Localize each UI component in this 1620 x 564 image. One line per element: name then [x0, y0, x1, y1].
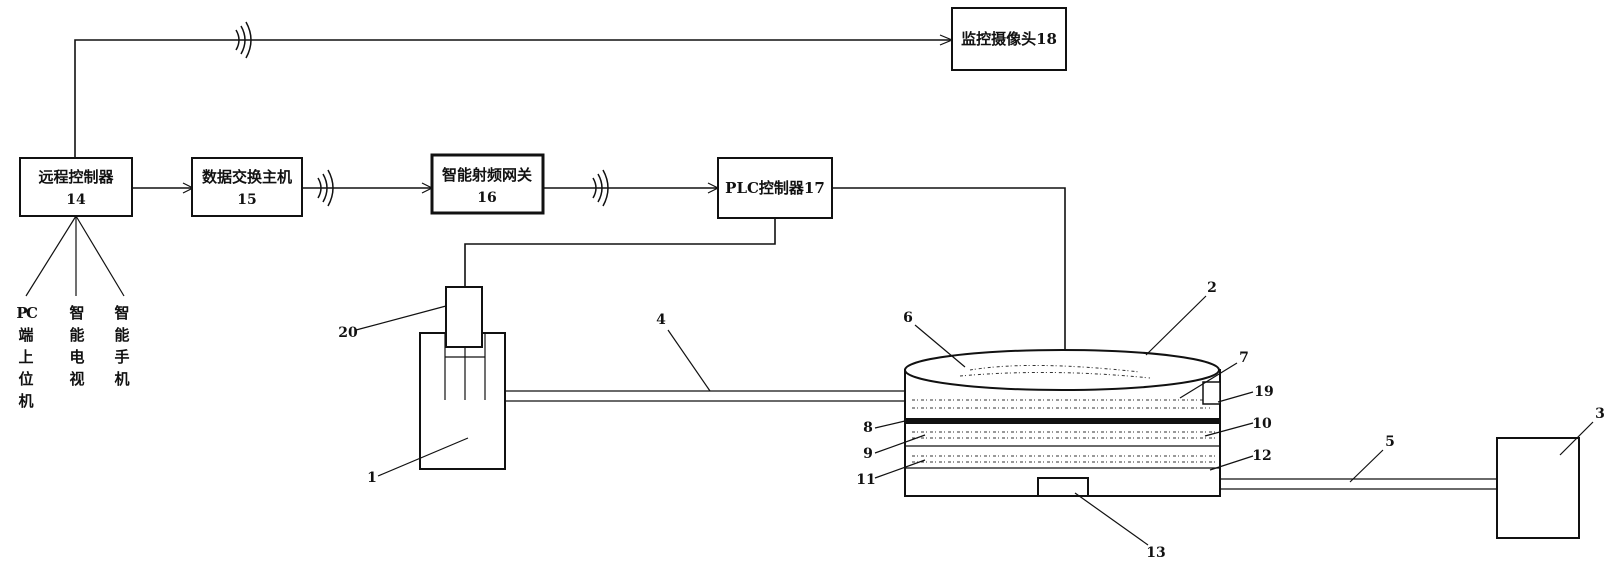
callout-8: 8	[863, 420, 873, 436]
svg-text:能: 能	[114, 326, 129, 344]
svg-text:机: 机	[18, 392, 33, 410]
leader-5	[1349, 449, 1384, 483]
svg-text:位: 位	[18, 370, 33, 388]
leader-19	[1217, 391, 1254, 403]
remote-controller-label: 远程控制器	[38, 168, 114, 186]
filter-tank-2	[904, 349, 1221, 497]
smart-rf-gateway-box: 智能射频网关 16	[430, 153, 545, 215]
surveillance-camera-box: 监控摄像头18	[951, 7, 1067, 71]
callout-12: 12	[1252, 448, 1271, 464]
plc-to-pump-line	[464, 218, 776, 287]
branch-line-pc	[25, 215, 77, 297]
remote-controller-box: 远程控制器 14	[19, 157, 133, 217]
leader-12	[1209, 455, 1254, 471]
camera-signal-line	[74, 39, 950, 158]
water-tank-1	[419, 332, 506, 470]
leader-8	[874, 420, 906, 429]
wireless-icon-host-gateway	[317, 169, 334, 207]
data-exchange-host-number: 15	[237, 192, 256, 208]
clean-tank-3	[1496, 437, 1580, 539]
terminal-smart-tv-label: 智 能 电 视	[69, 304, 84, 388]
plc-controller-label: PLC控制器17	[725, 179, 825, 197]
remote-controller-number: 14	[66, 192, 86, 208]
smart-rf-gateway-number: 16	[477, 190, 496, 206]
callout-5: 5	[1385, 434, 1395, 450]
callout-20: 20	[338, 325, 358, 341]
callout-3: 3	[1595, 406, 1605, 422]
callout-4: 4	[656, 312, 666, 328]
leader-6	[914, 324, 966, 368]
pipe-5	[1220, 478, 1497, 490]
svg-text:上: 上	[18, 348, 33, 366]
data-exchange-host-label: 数据交换主机	[202, 168, 292, 186]
terminal-pc-label: P C 端 上 位 机	[16, 304, 38, 410]
data-exchange-host-box: 数据交换主机 15	[191, 157, 303, 217]
pump-20	[445, 286, 483, 348]
callout-10: 10	[1252, 416, 1272, 432]
leader-4	[667, 329, 711, 392]
callout-2: 2	[1207, 280, 1217, 296]
svg-text:手: 手	[114, 348, 129, 366]
branch-line-phone	[75, 215, 125, 297]
svg-text:视: 视	[69, 370, 84, 388]
svg-text:机: 机	[114, 370, 129, 388]
leader-13	[1074, 492, 1149, 546]
terminal-smart-phone-label: 智 能 手 机	[114, 304, 129, 388]
svg-text:P: P	[16, 304, 27, 322]
wireless-icon-gateway-plc	[592, 169, 609, 207]
leader-9	[874, 434, 926, 454]
wireless-icon-camera-link	[235, 21, 252, 59]
leader-3	[1559, 421, 1594, 456]
leader-11	[874, 459, 926, 479]
svg-text:智: 智	[69, 304, 84, 322]
callout-6: 6	[903, 310, 913, 326]
svg-text:能: 能	[69, 326, 84, 344]
callout-19: 19	[1254, 384, 1273, 400]
callout-1: 1	[367, 470, 377, 486]
leader-20	[355, 305, 447, 331]
plc-controller-box: PLC控制器17	[717, 157, 833, 219]
svg-text:电: 电	[69, 348, 84, 366]
leader-2	[1145, 295, 1207, 356]
leader-7	[1179, 362, 1238, 399]
smart-rf-gateway-label: 智能射频网关	[442, 166, 532, 184]
callout-13: 13	[1146, 545, 1165, 561]
leader-1	[377, 437, 469, 477]
svg-text:端: 端	[18, 326, 33, 344]
callout-11: 11	[856, 472, 875, 488]
svg-text:C: C	[26, 304, 38, 322]
callout-7: 7	[1239, 350, 1249, 366]
svg-text:智: 智	[114, 304, 129, 322]
callout-9: 9	[863, 446, 873, 462]
pipe-4	[505, 390, 905, 402]
surveillance-camera-label: 监控摄像头18	[961, 30, 1057, 48]
leader-10	[1204, 422, 1254, 437]
